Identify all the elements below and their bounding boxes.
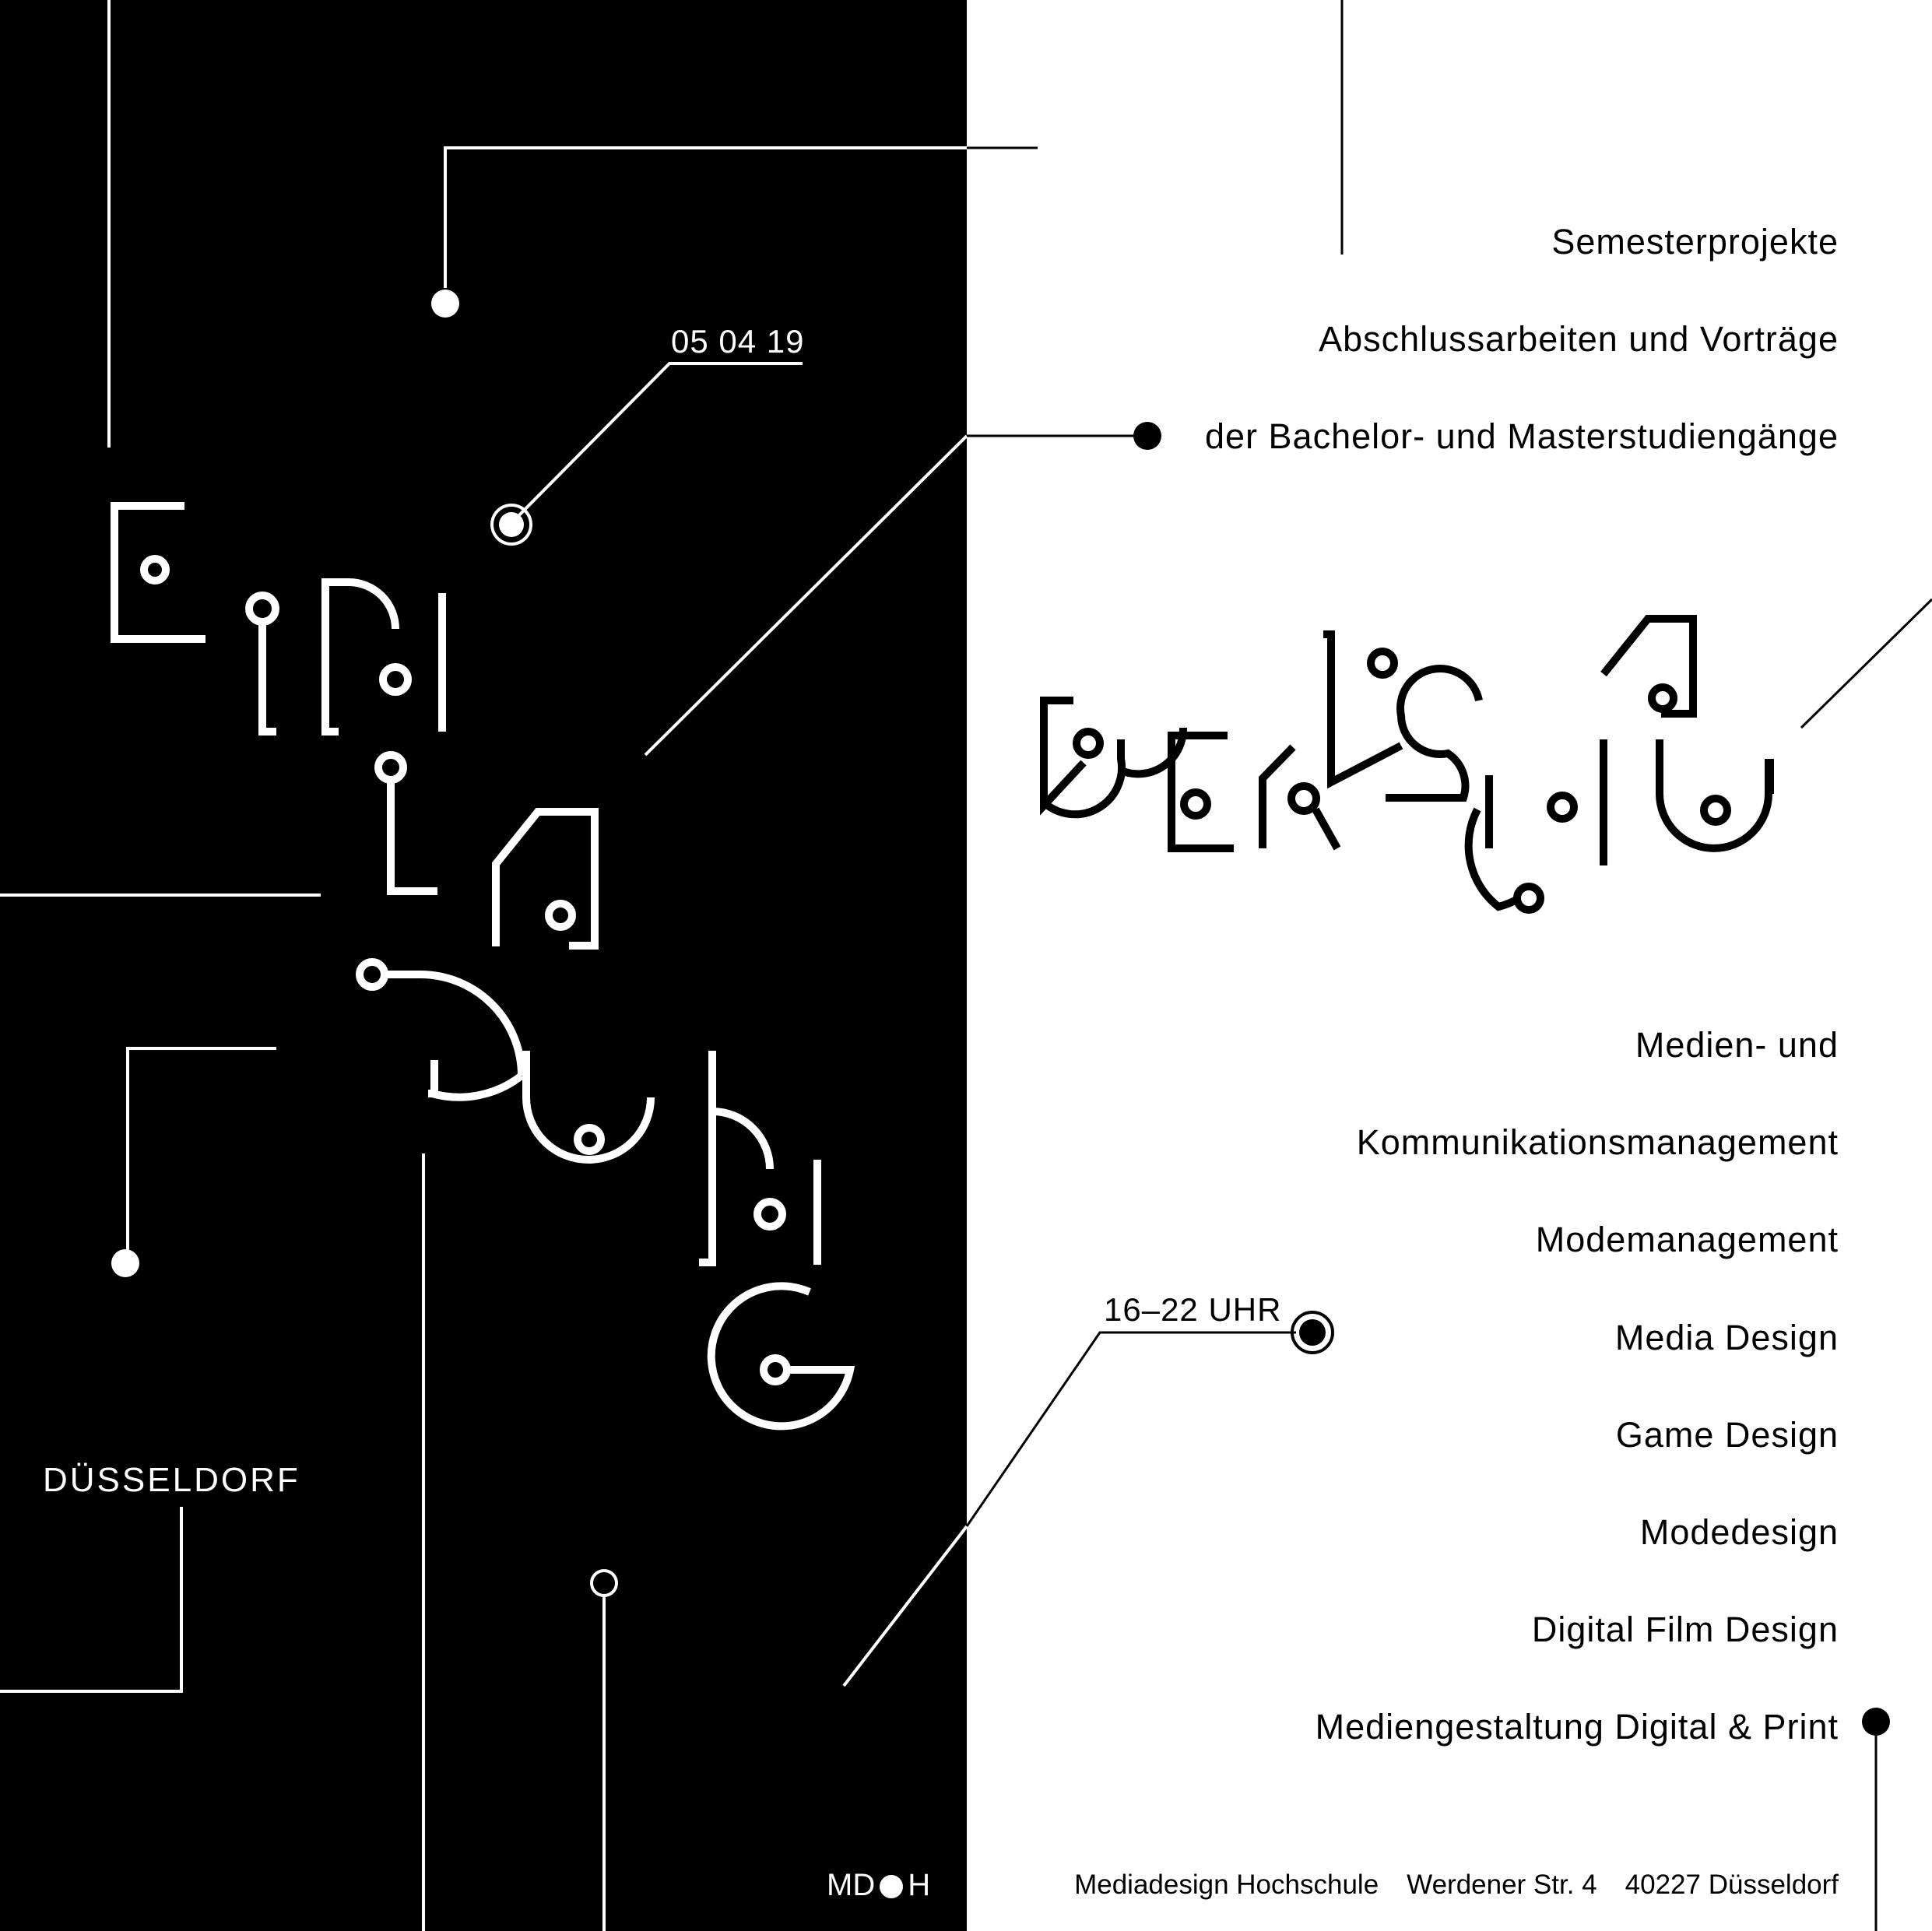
einladung-lettering bbox=[111, 502, 855, 1431]
program-item: Digital Film Design bbox=[1531, 1610, 1839, 1649]
description-line-1: Semesterprojekte bbox=[1551, 222, 1839, 262]
logo-dot-icon bbox=[880, 1875, 904, 1899]
program-item: Modedesign bbox=[1639, 1512, 1839, 1552]
footer-school: Mediadesign Hochschule bbox=[1074, 1870, 1379, 1900]
mdh-logo: MD H bbox=[827, 1868, 930, 1903]
right-circuit-lines bbox=[965, 0, 1932, 1931]
left-circuit-dots bbox=[111, 290, 459, 1277]
left-circuit-lines bbox=[0, 0, 803, 1931]
event-time: 16–22 UHR bbox=[1104, 1291, 1282, 1328]
city-label: DÜSSELDORF bbox=[43, 1461, 300, 1499]
bottom-node-ring bbox=[590, 1569, 618, 1597]
black-panel bbox=[0, 0, 967, 1931]
footer-street: Werdener Str. 4 bbox=[1407, 1870, 1597, 1900]
description-line-3: der Bachelor- und Masterstudiengänge bbox=[1205, 416, 1839, 456]
right-circuit-dots bbox=[1133, 422, 1890, 1736]
program-item: Mediengestaltung Digital & Print bbox=[1315, 1707, 1839, 1747]
program-item: Modemanagement bbox=[1535, 1220, 1839, 1259]
description-line-2: Abschlussarbeiten und Vorträge bbox=[1319, 319, 1839, 359]
footer-city: 40227 Düsseldorf bbox=[1625, 1870, 1839, 1900]
time-node-ring bbox=[1291, 1311, 1334, 1354]
program-item: Media Design bbox=[1614, 1318, 1839, 1357]
date-node-ring bbox=[490, 504, 532, 546]
logo-right: H bbox=[908, 1868, 931, 1902]
logo-left: MD bbox=[827, 1868, 876, 1902]
time-node-center bbox=[1299, 1319, 1326, 1346]
werkschau-lettering bbox=[1040, 615, 1774, 914]
program-item: Game Design bbox=[1615, 1415, 1839, 1455]
program-item: Kommunikationsmanagement bbox=[1356, 1122, 1839, 1162]
event-date: 05 04 19 bbox=[671, 323, 805, 360]
date-node-center bbox=[499, 512, 524, 537]
footer-address: Mediadesign Hochschule Werdener Str. 4 402… bbox=[1074, 1870, 1839, 1901]
program-item: Medien- und bbox=[1635, 1025, 1839, 1065]
